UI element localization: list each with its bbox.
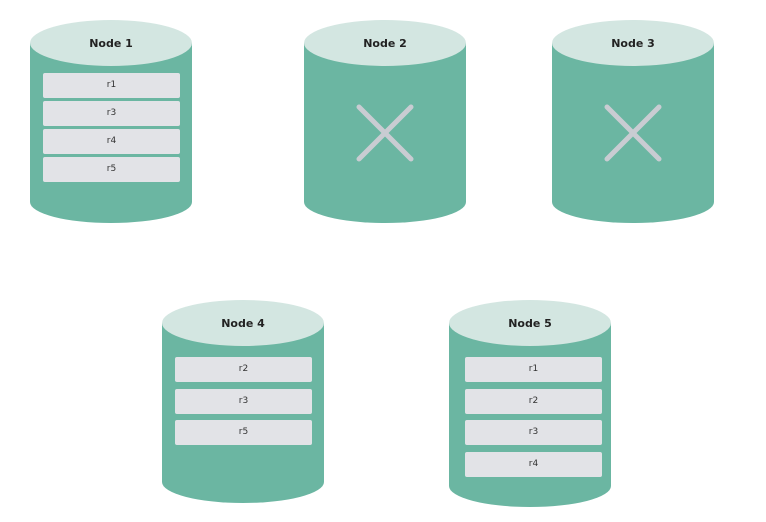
node-down-x-icon xyxy=(604,104,662,162)
replica-r3: r3 xyxy=(175,389,312,414)
node-1-label: Node 1 xyxy=(89,37,133,50)
node-3-label: Node 3 xyxy=(611,37,655,50)
node-2-label: Node 2 xyxy=(363,37,407,50)
replica-r1: r1 xyxy=(43,73,180,98)
replica-r2: r2 xyxy=(175,357,312,382)
replica-r5: r5 xyxy=(175,420,312,445)
replica-r1: r1 xyxy=(465,357,602,382)
node-5-label: Node 5 xyxy=(508,317,552,330)
replica-r4: r4 xyxy=(465,452,602,477)
replica-r5: r5 xyxy=(43,157,180,182)
node-down-x-icon xyxy=(356,104,414,162)
replica-r2: r2 xyxy=(465,389,602,414)
replica-r3: r3 xyxy=(465,420,602,445)
replica-r4: r4 xyxy=(43,129,180,154)
replica-r3: r3 xyxy=(43,101,180,126)
node-4-label: Node 4 xyxy=(221,317,265,330)
